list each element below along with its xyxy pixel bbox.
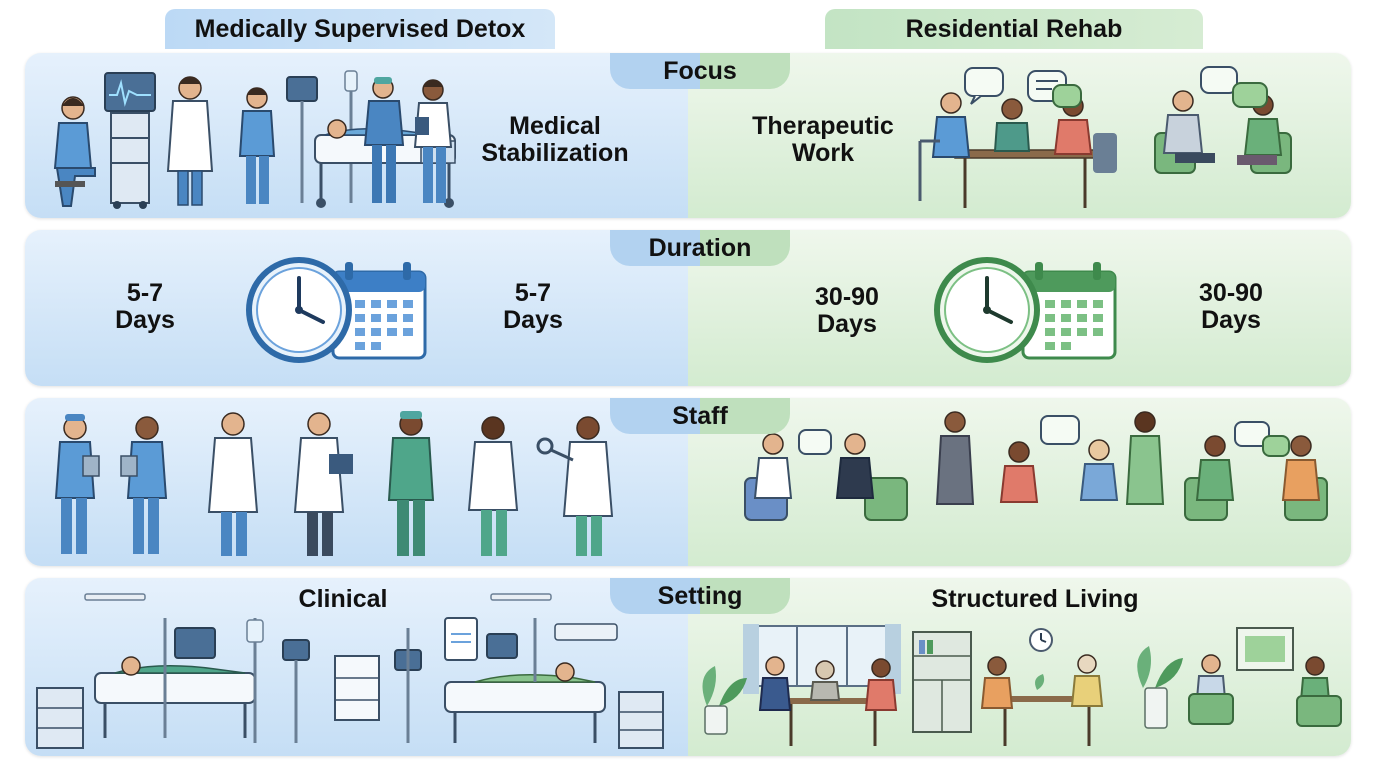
- clock-icon: [246, 257, 352, 363]
- speech-bubble-icon: [964, 67, 1082, 108]
- nurse-figure-icon: [238, 87, 276, 204]
- setting-detox-label: Clinical: [298, 585, 388, 613]
- setting-row: Setting Clinical Structured Living: [25, 578, 1351, 756]
- counseling-session-icon: [1188, 654, 1342, 727]
- setting-rehab-label: Structured Living: [931, 585, 1139, 613]
- rehab-header: Residential Rehab: [825, 9, 1203, 49]
- dining-table-icon: [758, 656, 898, 746]
- hospital-bed-icon: [444, 618, 618, 743]
- focus-tab: Focus: [610, 53, 790, 89]
- counseling-session-icon: [744, 429, 908, 521]
- medical-chart-icon: [444, 617, 478, 661]
- medical-cabinet-icon: [36, 687, 84, 749]
- ceiling-light-icon: [84, 593, 552, 601]
- plant-icon: [702, 646, 1183, 735]
- doctor-figure-icon: [293, 412, 353, 556]
- supply-cart-icon: [334, 628, 422, 743]
- medical-monitor-cart-icon: [104, 72, 156, 209]
- nurse-figure-icon: [53, 96, 96, 207]
- bookshelf-icon: [912, 631, 972, 733]
- wall-clock-icon: [1029, 628, 1053, 652]
- iv-stand-icon: [246, 618, 310, 743]
- dining-table-icon: [980, 654, 1104, 746]
- doctor-figure-icon: [166, 76, 214, 206]
- calendar-icon: [331, 262, 427, 360]
- nurse-figure-icon: [120, 416, 168, 554]
- nurse-figure-icon: [413, 79, 453, 203]
- clock-icon: [934, 257, 1040, 363]
- doctor-figure-icon: [467, 416, 519, 556]
- staff-tab: Staff: [610, 398, 790, 434]
- counseling-session-icon: [1154, 66, 1292, 174]
- detox-header: Medically Supervised Detox: [165, 9, 555, 49]
- staff-row: Staff: [25, 398, 1351, 566]
- wall-picture-icon: [1236, 627, 1294, 671]
- surgeon-figure-icon: [363, 77, 405, 203]
- medical-cabinet-icon: [618, 691, 664, 749]
- doctor-figure-icon: [207, 412, 259, 556]
- group-therapy-icon: [918, 92, 1117, 208]
- doctor-with-stethoscope-icon: [536, 416, 614, 556]
- hospital-bed-icon: [286, 70, 456, 208]
- counseling-session-icon: [1184, 421, 1328, 521]
- setting-tab: Setting: [610, 578, 790, 614]
- hospital-bed-icon: [94, 618, 256, 738]
- duration-tab: Duration: [610, 230, 790, 266]
- group-therapy-icon: [935, 411, 1165, 505]
- nurse-figure-icon: [54, 414, 100, 554]
- surgeon-figure-icon: [387, 411, 435, 556]
- calendar-icon: [1021, 262, 1117, 360]
